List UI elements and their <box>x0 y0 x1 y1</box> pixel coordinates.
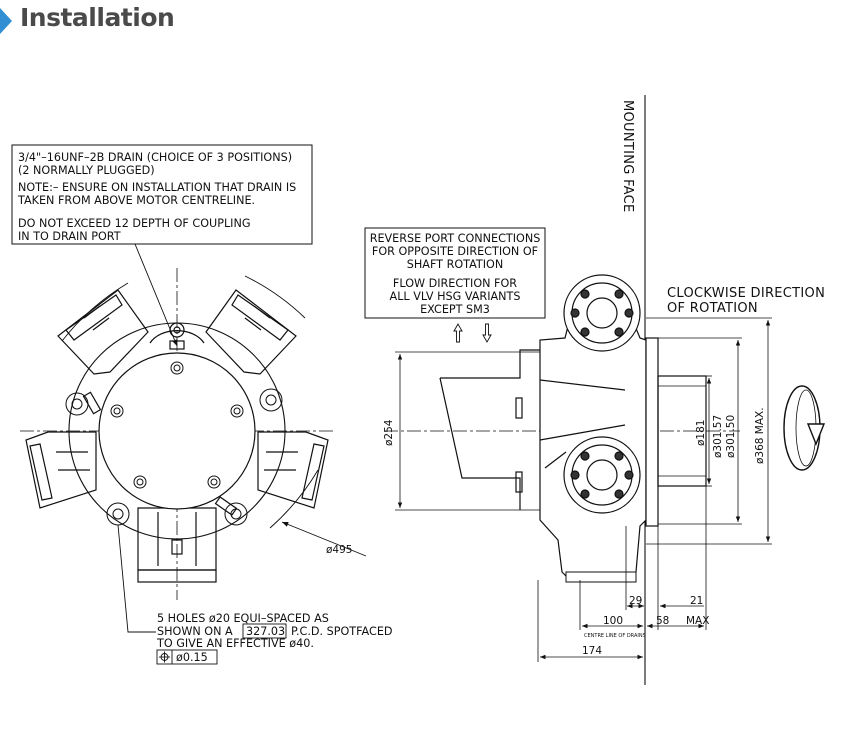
dim-d181: ø181 <box>695 420 707 446</box>
clockwise-rotation-icon <box>783 385 826 471</box>
outline-arc-lower-right <box>269 469 319 529</box>
drain-note-line-4: TAKEN FROM ABOVE MOTOR CENTRELINE. <box>17 194 255 207</box>
mounting-flange <box>645 337 659 527</box>
page-header: Installation <box>0 0 845 42</box>
drain-note-line-6: IN TO DRAIN PORT <box>18 230 121 243</box>
side-drain-upper <box>515 397 523 419</box>
holes-note-line-3: TO GIVE AN EFFECTIVE ø40. <box>156 637 314 650</box>
outline-arc-upper-left <box>61 282 129 342</box>
cylinder-right <box>257 431 329 509</box>
rotation-label-line-2: OF ROTATION <box>667 301 758 316</box>
pcd-box <box>242 623 287 639</box>
drain-note-box <box>11 144 313 245</box>
reverse-note-line-1: REVERSE PORT CONNECTIONS <box>370 232 541 245</box>
cylinder-top-left <box>57 289 149 375</box>
drain-note-line-3: NOTE:– ENSURE ON INSTALLATION THAT DRAIN… <box>18 181 296 194</box>
cylinder-top-right <box>205 289 297 375</box>
dim-58: 58 <box>656 615 669 627</box>
reverse-note-line-6: EXCEPT SM3 <box>420 303 490 316</box>
tolerance-frame <box>156 649 218 665</box>
holes-note-line-2-pre: SHOWN ON A <box>157 625 233 638</box>
holes-note-line-1: 5 HOLES ø20 EQUI–SPACED AS <box>157 612 329 625</box>
diameter-dimensions <box>395 317 772 545</box>
drain-note-line-1: 3/4"–16UNF–2B DRAIN (CHOICE OF 3 POSITIO… <box>18 151 292 164</box>
rotation-label-line-1: CLOCKWISE DIRECTION <box>667 286 825 301</box>
holes-leader <box>117 524 156 633</box>
dim-100: 100 <box>603 615 623 627</box>
tolerance-value: ø0.15 <box>176 651 208 664</box>
valve-cap-upper <box>563 274 641 352</box>
central-body <box>98 352 256 510</box>
front-view <box>20 268 335 600</box>
valve-cap-lower <box>563 436 641 514</box>
dim-29: 29 <box>629 595 642 607</box>
cylinder-left <box>25 431 97 509</box>
drain-note-line-5: DO NOT EXCEED 12 DEPTH OF COUPLING <box>18 217 251 230</box>
side-view <box>384 274 740 583</box>
inner-bolt-holes <box>110 361 244 489</box>
mounting-face-label: MOUNTING FACE <box>620 100 635 213</box>
drain-note-line-2: (2 NORMALLY PLUGGED) <box>18 164 155 177</box>
drain-port-right <box>214 496 238 516</box>
dim-max: MAX <box>686 615 709 627</box>
reverse-note-line-4: FLOW DIRECTION FOR <box>393 277 517 290</box>
d495-leader <box>281 521 367 557</box>
dim-d30150: ø301.50 <box>725 415 737 458</box>
drain-boss-top <box>149 322 205 350</box>
dim-d254: ø254 <box>383 419 395 446</box>
flow-down-arrow-icon <box>482 323 492 343</box>
dim-21: 21 <box>690 595 703 607</box>
title-arrow-icon <box>0 8 12 34</box>
dim-d495: ø495 <box>326 544 352 556</box>
dim-d368: ø368 MAX. <box>754 407 766 464</box>
length-dimensions <box>537 486 707 662</box>
side-drain-lower <box>515 471 523 493</box>
flow-arrows <box>453 323 492 343</box>
reverse-note-line-5: ALL VLV HSG VARIANTS <box>390 290 521 303</box>
flow-up-arrow-icon <box>453 323 463 343</box>
holes-note-pcd: 327.03 <box>246 625 285 638</box>
dim-174: 174 <box>582 645 602 657</box>
reverse-note-line-3: SHAFT ROTATION <box>407 258 503 271</box>
reverse-note-line-2: FOR OPPOSITE DIRECTION OF <box>372 245 538 258</box>
dim-d30157: ø301.57 <box>712 415 724 458</box>
page-title: Installation <box>20 3 175 32</box>
holes-note-line-2-post: P.C.D. SPOTFACED <box>291 625 393 638</box>
output-shaft <box>657 375 707 487</box>
drain-port-left <box>82 391 102 415</box>
dim-centre-line-of-drains: CENTRE LINE OF DRAINS <box>584 633 646 639</box>
outline-arc-upper-right <box>244 275 306 319</box>
drain-leader <box>134 243 178 347</box>
reverse-note-box <box>364 227 546 319</box>
